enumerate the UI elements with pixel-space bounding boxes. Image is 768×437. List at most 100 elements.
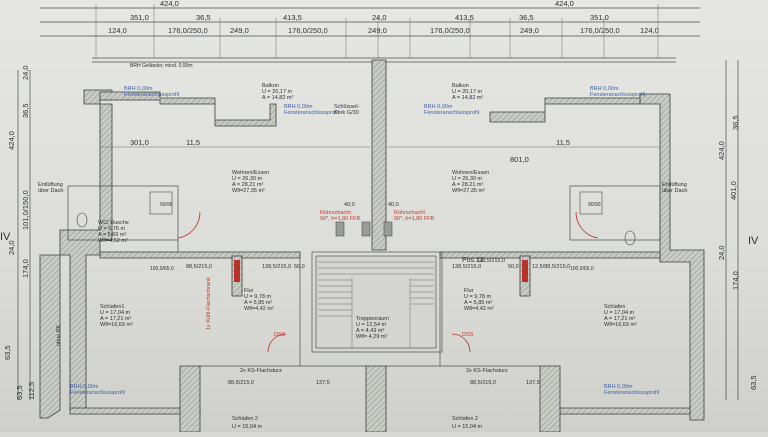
wall-mid-left <box>179 365 201 433</box>
note-flachsturz: 2x KS-Flachsturz <box>240 368 282 374</box>
svg-text:BRH 0,00m: BRH 0,00m <box>284 104 313 110</box>
note-brh-top-left: BRH 0,00m Fensteranschlussprofil <box>124 86 179 98</box>
dim-top2-5: 36,5 <box>519 13 534 22</box>
note-entl-right: Entlüftung über Dach <box>662 182 687 194</box>
dim-top2-6: 351,0 <box>590 13 609 22</box>
svg-text:Rohrschacht: Rohrschacht <box>320 210 351 216</box>
svg-text:Schlafen: Schlafen <box>604 304 625 310</box>
svg-text:A = 28,21 m²: A = 28,21 m² <box>232 182 264 188</box>
svg-text:Wfl=16,69 m²: Wfl=16,69 m² <box>604 322 637 328</box>
outer-wall-left-lower <box>39 254 61 419</box>
room-wc-left: WC/ Dusche U = 6,76 m A = 5,69 m² Wfl=4,… <box>98 220 129 244</box>
dim-door-10: 137,5 <box>526 380 540 386</box>
note-entl-left: Entlüftung über Dach <box>38 182 63 194</box>
dim-right-4: 24,0 <box>717 245 726 260</box>
dim-left-1: 36,5 <box>21 103 30 118</box>
svg-text:A = 4,43 m²: A = 4,43 m² <box>356 328 384 334</box>
dim-door-4: 50,0 <box>508 264 519 270</box>
dim-top1-a: 424,0 <box>160 0 179 8</box>
svg-text:WC/ Dusche: WC/ Dusche <box>98 220 129 226</box>
svg-text:Entlüftung: Entlüftung <box>38 182 63 188</box>
dim-left-5: 24,0 <box>7 240 16 255</box>
svg-text:U = 9,78 m: U = 9,78 m <box>244 294 271 300</box>
room-wohnen-left: Wohnen/Essen U = 26,30 m A = 28,21 m² Wf… <box>232 170 269 194</box>
svg-text:Wfl= 4,29 m²: Wfl= 4,29 m² <box>356 334 387 340</box>
dim-small-2: 90/90 <box>160 202 173 208</box>
outer-wall-right <box>639 93 705 421</box>
svg-text:U = 26,30 m: U = 26,30 m <box>232 176 263 182</box>
wall-top-right <box>489 97 641 123</box>
wall-top-left <box>99 91 277 127</box>
svg-text:A = 14,82 m²: A = 14,82 m² <box>262 95 294 101</box>
dim-door-3: 138,5/215,0 <box>452 264 481 270</box>
dim-door-5: 138,5/215,0 <box>476 258 505 264</box>
party-wall <box>371 59 387 251</box>
room-balkon-left: Balkon U = 20,17 m A = 14,82 m² <box>262 83 294 101</box>
note-dss: DSS <box>274 332 286 338</box>
note-flachsturz-2: 2x KS-Flachsturz <box>466 368 508 374</box>
dim-right-2: 401,0 <box>729 181 738 200</box>
svg-text:über Dach: über Dach <box>662 188 687 194</box>
dim-door-1: 138,5/215,0 <box>262 264 291 270</box>
dim-left-3: 101,0/150,0 <box>21 190 30 230</box>
svg-text:Wfl=27,35 m²: Wfl=27,35 m² <box>452 188 485 194</box>
svg-text:A = 17,21 m²: A = 17,21 m² <box>604 316 636 322</box>
svg-text:Schlafen 2: Schlafen 2 <box>452 416 478 422</box>
dim-right-3: 174,0 <box>731 271 740 290</box>
dim-top2-2: 413,5 <box>283 13 302 22</box>
note-schluessel: Schlüssel- Kork G/30 <box>334 104 360 116</box>
svg-text:Kork G/30: Kork G/30 <box>334 110 359 116</box>
dim-door-9: 137,5 <box>316 380 330 386</box>
svg-text:Wfl=4,52 m²: Wfl=4,52 m² <box>98 238 128 244</box>
dim-door-7: 88,5/215,0 <box>228 380 254 386</box>
dim-left-4: 174,0 <box>21 259 30 278</box>
dim-top3-7: 176,0/250,0 <box>580 26 620 35</box>
svg-text:Fensteranschlussprofil: Fensteranschlussprofil <box>124 92 179 98</box>
dim-small-1: 40,0 <box>388 202 399 208</box>
dim-top3-2: 249,0 <box>230 26 249 35</box>
note-ohne-rk: ohne RK <box>56 324 62 346</box>
dim-top2-0: 351,0 <box>130 13 149 22</box>
dim-top3-3: 176,0/250,0 <box>288 26 328 35</box>
note-brh-bottom-right: BRH 0,00m Fensteranschlussprofil <box>604 384 659 396</box>
svg-text:U = 15,04 m: U = 15,04 m <box>452 424 483 430</box>
note-kisten: 1x Kühl-Flachschrank <box>206 277 212 330</box>
note-brh-mid-left: BRH 0,00m Fensteranschlussprofil <box>284 104 339 116</box>
svg-text:U = 20,17 m: U = 20,17 m <box>452 89 483 95</box>
svg-text:A = 14,82 m²: A = 14,82 m² <box>452 95 484 101</box>
svg-text:Schlafen 2: Schlafen 2 <box>232 416 258 422</box>
svg-text:BRH 0,00m: BRH 0,00m <box>604 384 633 390</box>
dim-right-1: 424,0 <box>717 141 726 160</box>
room-treppen: Treppenraum U = 12,54 m A = 4,43 m² Wfl=… <box>356 316 389 340</box>
note-dss-2: DSS <box>462 332 474 338</box>
dim-small-0: 40,0 <box>344 202 355 208</box>
interior-walls <box>67 185 661 367</box>
dim-top3-6: 249,0 <box>520 26 539 35</box>
dim-top3-8: 124,0 <box>640 26 659 35</box>
axis-label-right: IV <box>748 235 759 247</box>
dim-right-0: 36,5 <box>731 115 740 130</box>
room-schlafen-right: Schlafen U = 17,04 m A = 17,21 m² Wfl=16… <box>604 304 637 328</box>
dim-right-5: 63,5 <box>749 375 758 390</box>
svg-text:Fensteranschlussprofil: Fensteranschlussprofil <box>590 92 645 98</box>
svg-text:U = 6,76 m: U = 6,76 m <box>98 226 125 232</box>
svg-text:BRH 0,00m: BRH 0,00m <box>70 384 99 390</box>
room-labels: Balkon U = 20,17 m A = 14,82 m² Balkon U… <box>98 83 637 430</box>
dim-room-115a: 11,5 <box>186 138 200 147</box>
svg-text:90*, h=1,80 FFB: 90*, h=1,80 FFB <box>394 216 435 222</box>
svg-text:U = 17,04 m: U = 17,04 m <box>100 310 131 316</box>
dim-door-6: 12,5/88,5/215,0 <box>532 264 570 270</box>
dim-door-2: 50,0 <box>294 264 305 270</box>
svg-text:A = 5,69 m²: A = 5,69 m² <box>98 232 126 238</box>
svg-text:BRH 0,00m: BRH 0,00m <box>590 86 619 92</box>
dim-top3-4: 249,0 <box>368 26 387 35</box>
dim-top3-1: 176,0/250,0 <box>168 26 208 35</box>
svg-text:Wfl=4,42 m²: Wfl=4,42 m² <box>244 306 274 312</box>
dim-room-301: 301,0 <box>130 138 149 147</box>
wall-bottom-right <box>559 407 691 415</box>
right-vertical-dimensions: 36,5 424,0 401,0 174,0 24,0 63,5 IV <box>717 60 759 400</box>
axis-label-left: IV <box>0 231 11 243</box>
svg-text:U = 17,04 m: U = 17,04 m <box>604 310 635 316</box>
left-vertical-dimensions: 424,0 36,5 24,0 101,0/150,0 174,0 24,0 6… <box>0 65 36 400</box>
